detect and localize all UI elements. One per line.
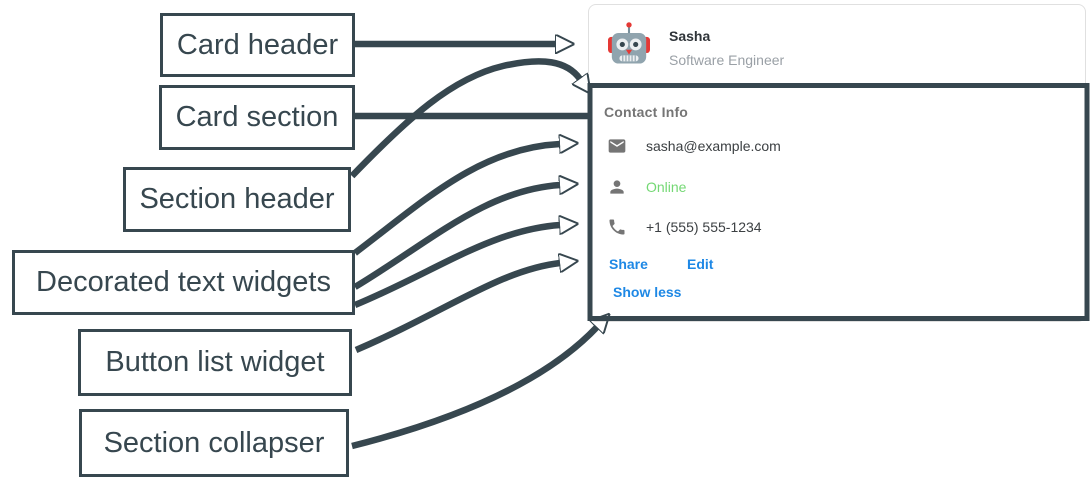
button-list: Share Edit — [589, 254, 1085, 276]
section-header-title: Contact Info — [604, 104, 689, 120]
email-icon — [608, 139, 626, 153]
arrow-section-header — [349, 58, 580, 179]
email-row: sasha@example.com — [607, 135, 781, 157]
label-section-header: Section header — [123, 167, 351, 232]
label-section-header-text: Section header — [139, 183, 335, 215]
arrow-section-collapser — [351, 327, 597, 450]
edit-button[interactable]: Edit — [687, 256, 714, 272]
arrow-decorated-status — [353, 185, 560, 290]
person-icon — [610, 180, 624, 194]
label-card-header: Card header — [160, 13, 355, 77]
robot-avatar-icon — [608, 22, 650, 64]
contact-card: Sasha Software Engineer Contact Info sas… — [588, 4, 1086, 322]
label-button-list-widget-text: Button list widget — [105, 346, 325, 378]
phone-row: +1 (555) 555-1234 — [607, 216, 762, 238]
label-section-collapser: Section collapser — [79, 409, 349, 477]
email-text: sasha@example.com — [646, 138, 781, 154]
arrow-button-list — [354, 263, 560, 353]
share-button[interactable]: Share — [609, 256, 648, 272]
label-card-section-text: Card section — [175, 101, 339, 133]
person-subtitle: Software Engineer — [669, 52, 785, 68]
arrow-decorated-email — [353, 144, 560, 256]
label-section-collapser-text: Section collapser — [103, 426, 325, 459]
label-card-section: Card section — [159, 85, 355, 150]
label-card-header-text: Card header — [176, 28, 339, 61]
arrow-decorated-phone — [353, 225, 560, 309]
phone-text: +1 (555) 555-1234 — [646, 219, 762, 235]
label-decorated-text-widgets: Decorated text widgets — [12, 250, 355, 315]
label-button-list-widget: Button list widget — [78, 329, 352, 396]
card-header-area: Sasha Software Engineer — [589, 5, 1085, 85]
status-text: Online — [646, 179, 687, 195]
phone-icon — [609, 219, 625, 235]
label-decorated-text-widgets-text: Decorated text widgets — [36, 266, 331, 298]
show-less-button[interactable]: Show less — [613, 284, 682, 300]
person-name: Sasha — [669, 28, 711, 44]
status-row: Online — [607, 176, 686, 198]
